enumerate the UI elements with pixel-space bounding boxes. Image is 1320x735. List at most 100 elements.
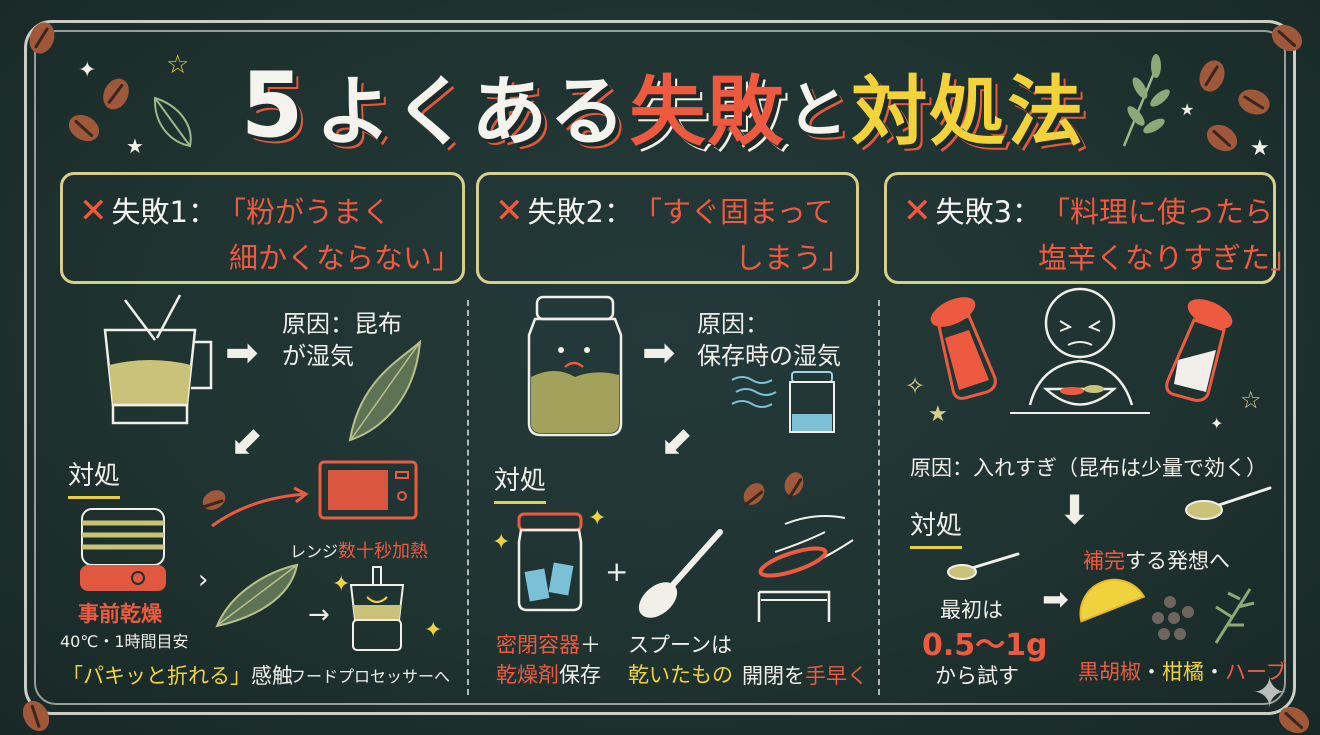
fix-2-spoon-text: スプーンは 乾いたもの [628, 630, 733, 690]
x-mark-icon: ✕ [79, 191, 108, 231]
sparkle-star-icon: ✦ [1210, 414, 1224, 433]
fix-2-spoon-line2: 乾いたもの [628, 663, 733, 687]
microwave-icon [318, 460, 418, 520]
failure-2-label: 失敗2： [527, 195, 633, 229]
sparkle-star-icon: ✦ [492, 530, 511, 555]
fix-2-container-red1: 密閉容器 [496, 633, 580, 657]
ingredient-sep2: ・ [1204, 660, 1225, 684]
failure-3-quote-line1: 「料理に使ったら [1040, 195, 1273, 229]
star-icon: ★ [928, 402, 948, 427]
cause-1-line1: 原因：昆布 [282, 310, 402, 338]
failure-1-quote-line1: 「粉がうまく [216, 195, 391, 229]
star-icon: ☆ [166, 50, 190, 80]
fix-2-open-text: 開閉を手早く [742, 660, 868, 690]
fix-1-range-prefix: レンジ [290, 542, 339, 561]
title-number: 5 [240, 52, 306, 158]
fix-3-complement-red: 補完 [1083, 549, 1125, 573]
star-icon: ★ [126, 134, 144, 158]
title-part4: 対処法 [851, 67, 1086, 156]
failure-1-label: 失敗1： [111, 195, 217, 229]
fix-3-first-amount: 0.5〜1g [922, 628, 1048, 663]
failure-2-quote-line2: しまう」 [735, 241, 852, 275]
arrow-down-icon: ➡ [1051, 492, 1098, 526]
failure-3-quote-line2: 塩辛くなりすぎた」 [1038, 241, 1300, 275]
damp-kombu-leaf-icon [348, 339, 422, 442]
fix-2-container-red2: 乾燥剤 [496, 663, 559, 687]
title-part3: と [787, 75, 850, 146]
herb-sprig-icon [1122, 54, 1170, 147]
cause-1-line2: が湿気 [282, 342, 354, 370]
ingredient-citrus: 柑橘 [1162, 660, 1204, 684]
fix-2-spoon-line1: スプーンは [628, 633, 732, 657]
person-eating-salty-food-icon [1010, 287, 1150, 414]
sparkle-star-icon: ✧ [905, 372, 926, 400]
small-spoon-icon [947, 552, 1020, 580]
fix-1-processor: フードプロセッサーへ [290, 667, 451, 686]
star-icon: ☆ [1240, 386, 1262, 414]
ingredient-herb: ハーブ [1225, 660, 1287, 684]
cause-2-line1: 原因： [697, 310, 769, 338]
section-3-taisho-heading: 対処 [910, 505, 963, 549]
failure-1-header: ✕ 失敗1： 「粉がうまく 細かくならない」 [60, 172, 465, 284]
small-damp-jar-icon [731, 371, 835, 433]
title-part1: よくある [315, 67, 628, 156]
white-salt-shaker-icon [1165, 299, 1233, 402]
chalk-frame-outer [24, 20, 1296, 715]
arrow-right-icon: ➡ [1042, 580, 1069, 618]
title-part2: 失敗 [629, 67, 786, 156]
star-icon: ★ [1250, 136, 1270, 161]
sparkle-watermark-icon: ✦ [1252, 668, 1288, 717]
arrow-right-icon: ➡ [225, 330, 259, 376]
plus-sign: + [605, 555, 629, 588]
red-salt-shaker-icon [930, 297, 997, 400]
fix-1-snap-text: 「パキッと折れる」感触 [62, 660, 293, 690]
sparkle-star-icon: ✦ [332, 572, 351, 597]
arrow-right-icon: › [198, 565, 209, 595]
fix-2-open-prefix: 開閉を [742, 664, 805, 688]
failure-2-quote-line1: 「すぐ固まって [632, 195, 834, 229]
spoon-icon [638, 529, 723, 618]
section-1-taisho-heading: 対処 [68, 455, 121, 499]
fix-2-container-white2: 保存 [559, 663, 601, 687]
black-peppercorns-icon [1152, 596, 1194, 640]
fix-3-first-line1: 最初は [940, 598, 1003, 622]
food-processor-icon [349, 566, 405, 651]
fix-2-container-plus: ＋ [580, 633, 601, 657]
section-divider [467, 300, 469, 695]
section-2-taisho-heading: 対処 [494, 460, 547, 504]
x-mark-icon: ✕ [903, 191, 932, 231]
fix-1-dry-title: 事前乾燥 [78, 602, 162, 626]
failure-2-header: ✕ 失敗2： 「すぐ固まって しまう」 [476, 172, 859, 284]
fix-1-dry-detail: 40℃・1時間目安 [60, 632, 189, 651]
jar-icon [527, 295, 623, 437]
fix-3-complement-text: 補完する発想へ [1083, 545, 1230, 575]
fix-1-snap-quote: 「パキッと折れる」 [62, 664, 251, 688]
sparkle-star-icon: ✦ [588, 506, 607, 531]
failure-1-quote-line2: 細かくならない」 [229, 241, 462, 275]
arrow-right-icon: ➡ [642, 330, 676, 376]
fix-2-container-text: 密閉容器＋ 乾燥剤保存 [496, 630, 601, 690]
food-dehydrator-icon [80, 508, 166, 591]
ingredient-pepper: 黒胡椒 [1078, 660, 1141, 684]
fix-3-ingredients: 黒胡椒・柑橘・ハーブ [1078, 656, 1287, 686]
fix-1-range-text: レンジ数十秒加熱 [290, 537, 428, 563]
ingredient-sep1: ・ [1141, 660, 1162, 684]
fix-2-open-highlight: 手早く [805, 664, 868, 688]
herb-icon [1214, 588, 1255, 644]
failure-3-label: 失敗3： [935, 195, 1041, 229]
spoon-with-powder-icon [1185, 486, 1272, 520]
fix-3-first-line3: から試す [935, 664, 1019, 688]
arrow-right-icon: → [308, 600, 330, 630]
dry-kombu-leaf-icon [215, 563, 299, 628]
x-mark-icon: ✕ [495, 191, 524, 231]
sparkle-star-icon: ✦ [78, 58, 97, 83]
fix-3-complement-white: する発想へ [1125, 549, 1230, 573]
page-title: 5 よくある 失敗 と 対処法 [218, 52, 1108, 158]
star-icon: ★ [1180, 100, 1195, 119]
cause-2-line2: 保存時の湿気 [697, 342, 841, 370]
arrow-curved-right-icon [211, 486, 309, 528]
sparkle-star-icon: ✦ [424, 618, 443, 643]
fix-1-range-highlight: 数十秒加熱 [338, 541, 429, 562]
blender-icon [103, 294, 213, 425]
